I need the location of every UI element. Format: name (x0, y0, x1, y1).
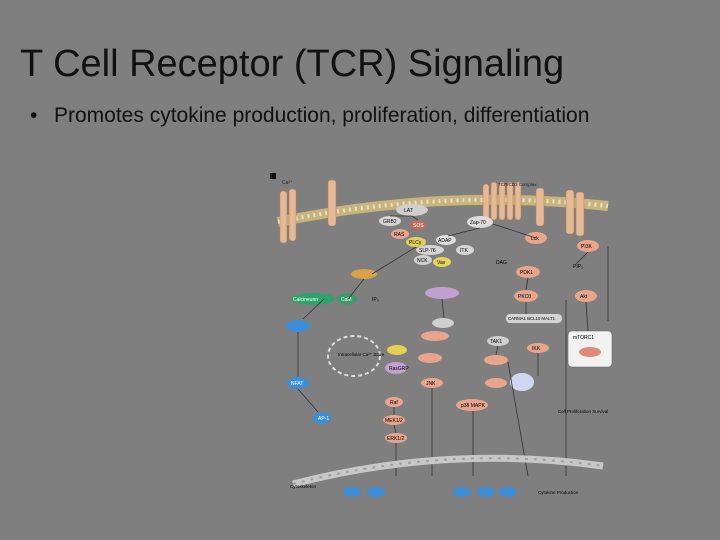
signaling-nodes: LAT GRB2 SOS Zap-70 Lck RAS PLCγ ADAP SL… (286, 204, 613, 443)
calcium-store: Intracellular Ca²⁺ Store (327, 335, 385, 377)
node-p38: p38 MAPK (461, 403, 486, 409)
node-erk: ERK1/2 (387, 436, 404, 442)
node-akt: Akt (580, 294, 588, 300)
label-ca-top: Ca²⁺ (282, 180, 293, 186)
node-sos: SOS (413, 223, 424, 229)
node-calmodulin: CaM (341, 297, 352, 303)
node-mtorc1: mTORC1 (573, 335, 594, 341)
nuclear-factors: Cytokine Production (343, 487, 579, 497)
node-pdk1: PDK1 (520, 270, 533, 276)
node-grb2: GRB2 (383, 219, 397, 225)
label-cytoskeleton: Cytoskeleton (290, 484, 317, 489)
tcr-pathway-diagram: Ca²⁺ TCR/CD3 Complex LAT GRB2 SOS Zap-70… (276, 179, 613, 497)
node-pi3k: PI3K (581, 244, 593, 250)
node-itk: ITK (460, 248, 468, 254)
pathway-arrows (297, 215, 609, 477)
node-lat: LAT (404, 208, 413, 214)
label-dag: DAG (496, 260, 507, 266)
node-plcg: PLCγ (409, 240, 422, 246)
node-zap70: Zap-70 (470, 220, 486, 226)
node-pkc: PKCθ (518, 294, 531, 300)
membrane-receptors (279, 179, 585, 244)
node-ikk: IKK (532, 346, 541, 352)
node-jnk: JNK (426, 381, 436, 387)
plasma-membrane (276, 194, 609, 227)
label-cytokine: Cytokine Production (538, 490, 579, 495)
label-ip3: IP₃ (372, 297, 379, 303)
node-nfat: NFAT (291, 381, 303, 387)
node-ras-grp: RasGRP (389, 366, 409, 372)
node-nck: NCK (417, 258, 428, 264)
label-pip3: PIP₃ (573, 264, 583, 270)
node-ras: RAS (394, 232, 405, 238)
node-adap: ADAP (438, 238, 452, 244)
node-vav: Vav (437, 260, 446, 266)
label-cell-growth: Cell Proliferation Survival (558, 409, 608, 414)
label-tcr-complex: TCR/CD3 Complex (498, 182, 537, 187)
node-lck: Lck (531, 236, 539, 242)
bullet-dot: • (30, 104, 38, 127)
node-ap1: AP-1 (318, 416, 329, 422)
bullet-text: Promotes cytokine production, proliferat… (54, 104, 590, 127)
node-raf: Raf (390, 400, 398, 406)
node-carma: CARMA1 BCL10 MALT1 (508, 316, 556, 321)
node-mek: MEK1/2 (385, 418, 403, 424)
slide-title: T Cell Receptor (TCR) Signaling (20, 43, 565, 85)
node-slp76: SLP-76 (419, 248, 436, 254)
node-calcineurin: Calcineurin (293, 297, 318, 303)
nuclear-membrane: Cytoskeleton (290, 454, 604, 489)
label-calcium-store: Intracellular Ca²⁺ Store (338, 352, 385, 357)
node-tak1: TAK1 (490, 339, 502, 345)
small-square-mark (270, 173, 276, 179)
